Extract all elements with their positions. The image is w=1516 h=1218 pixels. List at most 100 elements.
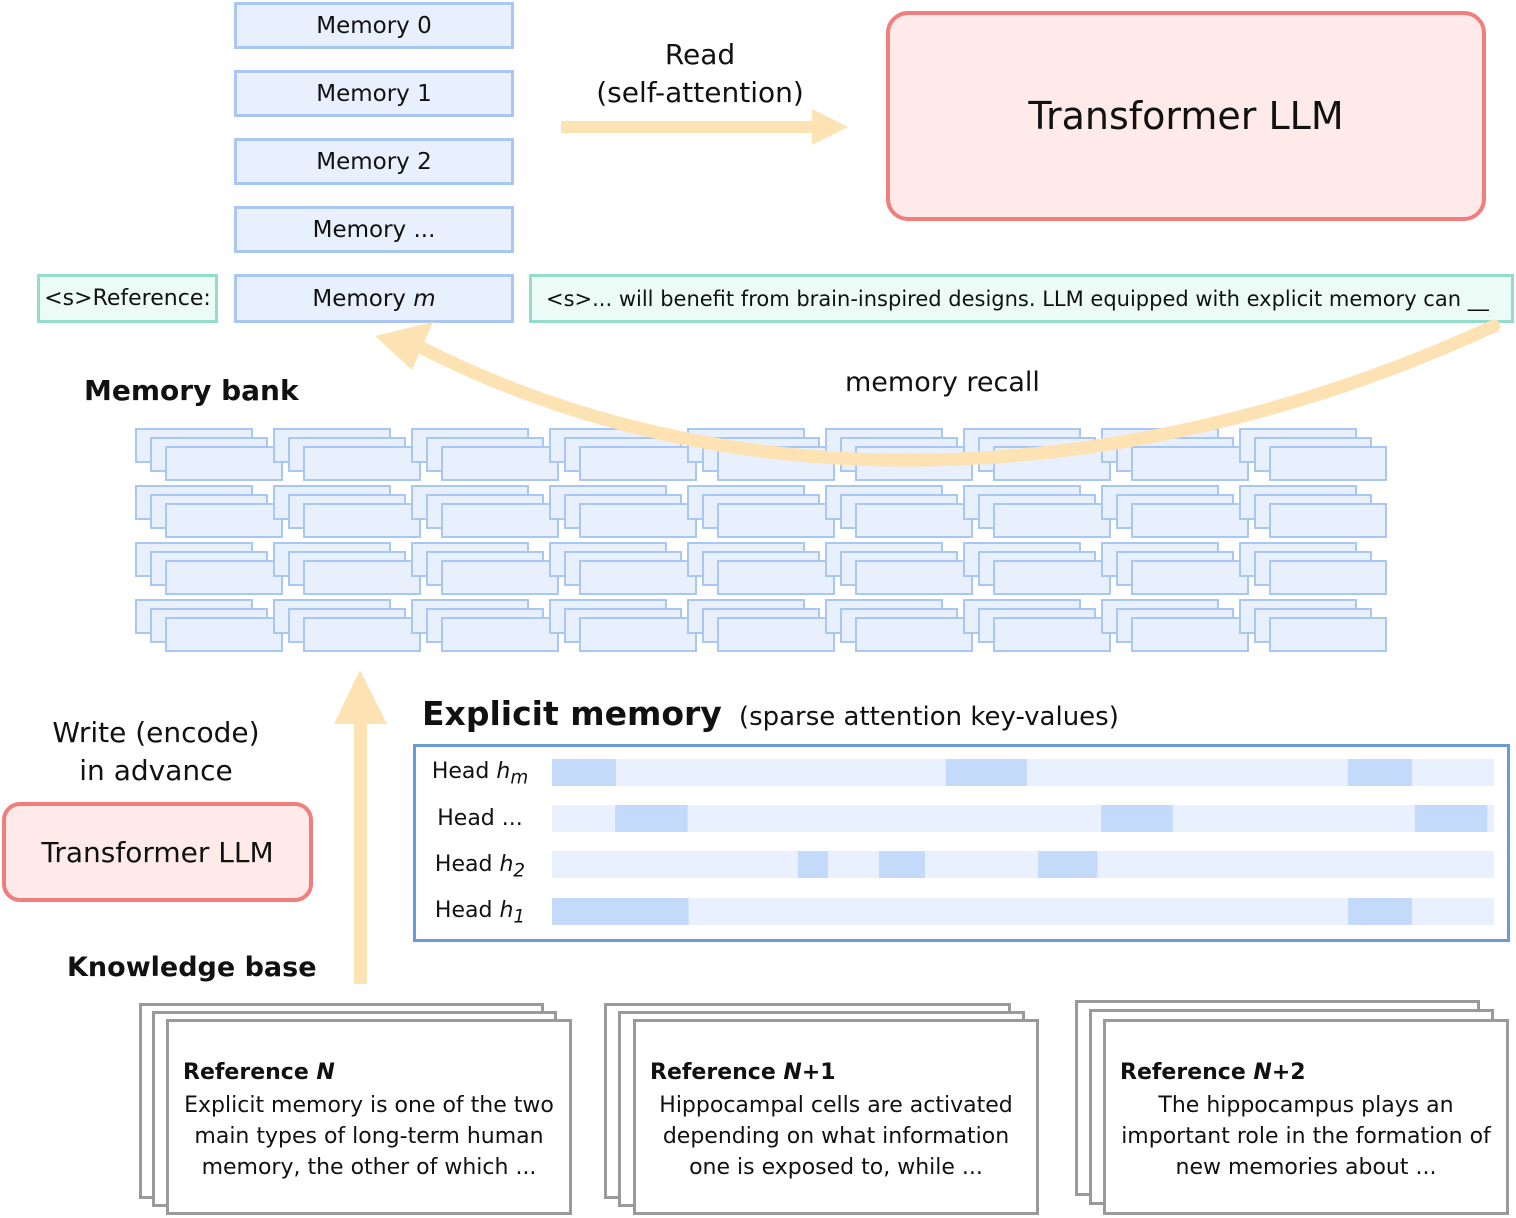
memory-label: Memory 2 [316, 148, 432, 175]
reference-title-text: Reference [183, 1060, 317, 1085]
memory-m-prefix: Memory [312, 285, 414, 312]
reference-card-1: Reference N+1 Hippocampal cells are acti… [633, 1019, 1039, 1215]
head-var: h [499, 852, 514, 877]
head-prefix: Head [434, 852, 500, 877]
head-track [552, 805, 1494, 832]
write-label: Write (encode) in advance [40, 714, 272, 790]
memory-bank-cell [1131, 503, 1249, 538]
head-segment [552, 759, 617, 786]
head-segment [552, 898, 689, 925]
reference-title: Reference N+1 [650, 1060, 836, 1085]
read-line2: (self-attention) [596, 76, 804, 109]
memory-bank-cell [441, 503, 559, 538]
memory-bank-cell [993, 503, 1111, 538]
memory-label: Memory 1 [316, 80, 432, 107]
transformer-llm-bottom: Transformer LLM [2, 802, 313, 902]
head-label-ellipsis: Head ... [420, 806, 540, 831]
memory-bank-cell [717, 503, 835, 538]
reference-title-suffix: +2 [1271, 1060, 1306, 1085]
memory-bank-cell [1131, 617, 1249, 652]
memory-bank-cell [855, 617, 973, 652]
context-text: <s>... will benefit from brain-inspired … [546, 286, 1489, 311]
memory-1: Memory 1 [234, 70, 514, 117]
head-var: h [496, 759, 511, 784]
write-arrow-shaft [354, 718, 367, 984]
memory-bank-cell [303, 446, 421, 481]
reference-card-0: Reference N Explicit memory is one of th… [166, 1019, 572, 1215]
reference-title-suffix: +1 [801, 1060, 836, 1085]
reference-title: Reference N [183, 1060, 335, 1085]
memory-label: Memory ... [312, 216, 436, 243]
explicit-memory-heading: Explicit memory [422, 694, 722, 733]
memory-recall-label: memory recall [845, 367, 1040, 398]
read-arrow-head [812, 109, 848, 145]
memory-bank-cell [303, 560, 421, 595]
reference-title-text: Reference [650, 1060, 784, 1085]
reference-prompt: <s>Reference: [37, 274, 218, 323]
head-track [552, 898, 1494, 925]
memory-bank-cell [303, 617, 421, 652]
reference-title: Reference N+2 [1120, 1060, 1306, 1085]
reference-title-var: N [783, 1060, 802, 1085]
head-var: h [499, 898, 514, 923]
head-segment [1414, 805, 1488, 832]
memory-bank-cell [579, 503, 697, 538]
memory-label: Memory 0 [316, 12, 432, 39]
llm-top-label: Transformer LLM [1028, 94, 1344, 138]
head-segment [1101, 805, 1173, 832]
memory-bank-cell [993, 560, 1111, 595]
head-sub: 1 [513, 906, 526, 928]
memory-bank-cell [165, 617, 283, 652]
recall-arrow [375, 319, 1501, 467]
reference-title-var: N [316, 1060, 335, 1085]
recall-arrow-head [375, 322, 433, 370]
head-prefix: Head ... [437, 806, 523, 831]
memory-bank-cell [303, 503, 421, 538]
head-label-h1: Head h1 [420, 898, 540, 927]
knowledge-base-label: Knowledge base [67, 952, 317, 983]
read-label: Read (self-attention) [590, 36, 810, 112]
head-segment [1347, 759, 1413, 786]
head-segment [615, 805, 688, 832]
memory-bank-cell [165, 503, 283, 538]
memory-bank-cell [855, 503, 973, 538]
memory-m: Memory m [234, 274, 514, 323]
memory-0: Memory 0 [234, 2, 514, 49]
memory-bank-cell [717, 617, 835, 652]
reference-title-text: Reference [1120, 1060, 1254, 1085]
write-arrow-head [334, 670, 387, 724]
memory-bank-cell [579, 560, 697, 595]
write-line2: in advance [79, 754, 233, 787]
memory-bank-cell [1131, 446, 1249, 481]
read-arrow [561, 109, 848, 145]
memory-bank-cell [441, 617, 559, 652]
write-line1: Write (encode) [52, 716, 260, 749]
head-segment [1347, 898, 1413, 925]
head-sub: 2 [513, 860, 526, 882]
reference-prompt-text: <s>Reference: [44, 286, 211, 311]
reference-body: The hippocampus plays an important role … [1121, 1093, 1491, 1180]
reference-body: Hippocampal cells are activated dependin… [659, 1093, 1013, 1180]
memory-ellipsis: Memory ... [234, 206, 514, 253]
reference-body: Explicit memory is one of the two main t… [184, 1093, 554, 1180]
write-arrow [334, 670, 387, 984]
memory-bank-cell [165, 446, 283, 481]
memory-bank-cell [441, 446, 559, 481]
head-segment [945, 759, 1027, 786]
reference-card-2: Reference N+2 The hippocampus plays an i… [1103, 1019, 1509, 1215]
memory-bank-label: Memory bank [84, 374, 299, 407]
read-line1: Read [664, 38, 736, 71]
memory-bank-cell [1269, 446, 1387, 481]
memory-bank-cell [717, 560, 835, 595]
memory-bank-cell [993, 617, 1111, 652]
explicit-memory-subtitle: (sparse attention key-values) [738, 702, 1119, 732]
memory-2: Memory 2 [234, 138, 514, 185]
head-segment [1038, 851, 1098, 878]
reference-title-var: N [1253, 1060, 1272, 1085]
head-segment [878, 851, 926, 878]
explicit-memory-title: Explicit memory (sparse attention key-va… [422, 694, 1119, 733]
head-prefix: Head [434, 898, 500, 923]
memory-bank-cell [1269, 503, 1387, 538]
llm-bottom-label: Transformer LLM [41, 835, 274, 869]
